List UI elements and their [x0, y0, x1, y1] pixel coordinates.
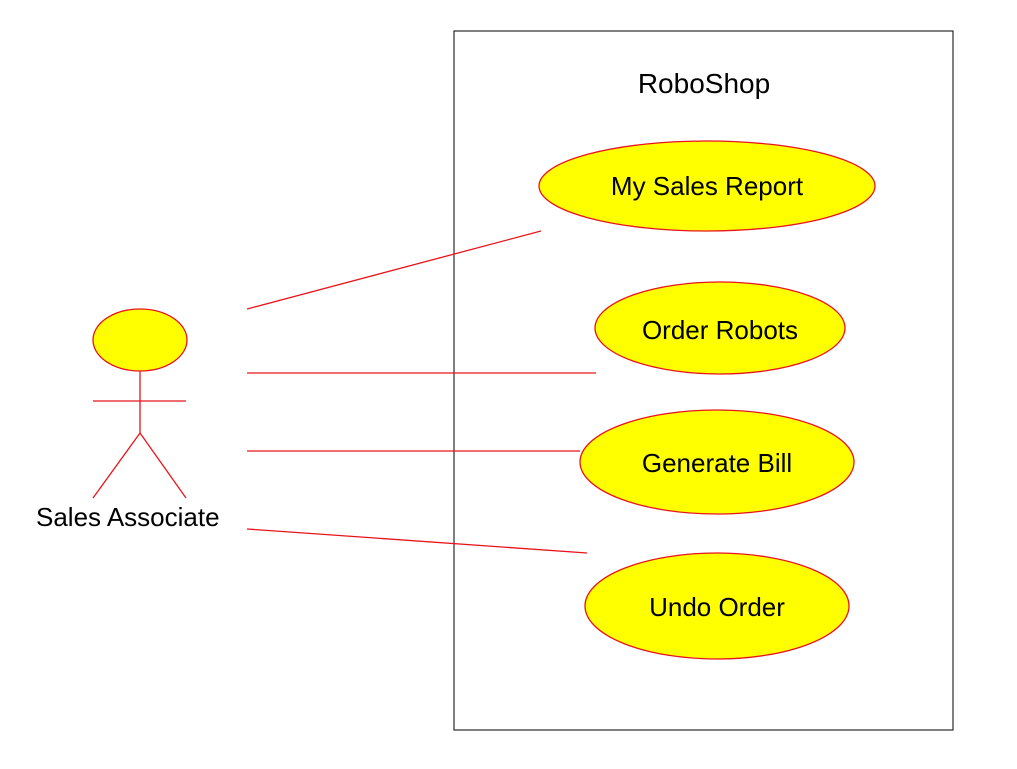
actor-figure [92, 308, 188, 499]
association-undo-order [246, 528, 588, 554]
use-case-label-generate-bill: Generate Bill [641, 448, 793, 478]
use-case-label-undo-order: Undo Order [649, 592, 785, 622]
actor-right-leg [139, 432, 187, 499]
use-case-label-order-robots: Order Robots [641, 315, 799, 345]
actor-label: Sales Associate [36, 502, 220, 532]
use-cases [538, 140, 876, 660]
use-case-my-sales-report [538, 140, 876, 232]
use-case-label-my-sales-report: My Sales Report [610, 171, 804, 201]
use-case-generate-bill [579, 409, 855, 515]
actor-left-leg [92, 432, 141, 499]
actor-head [92, 308, 188, 372]
association-my-sales-report [246, 230, 542, 310]
use-case-undo-order [584, 552, 850, 660]
system-title: RoboShop [637, 68, 771, 99]
use-case-order-robots [594, 281, 846, 375]
system-boundary [453, 30, 954, 731]
associations [246, 230, 596, 554]
